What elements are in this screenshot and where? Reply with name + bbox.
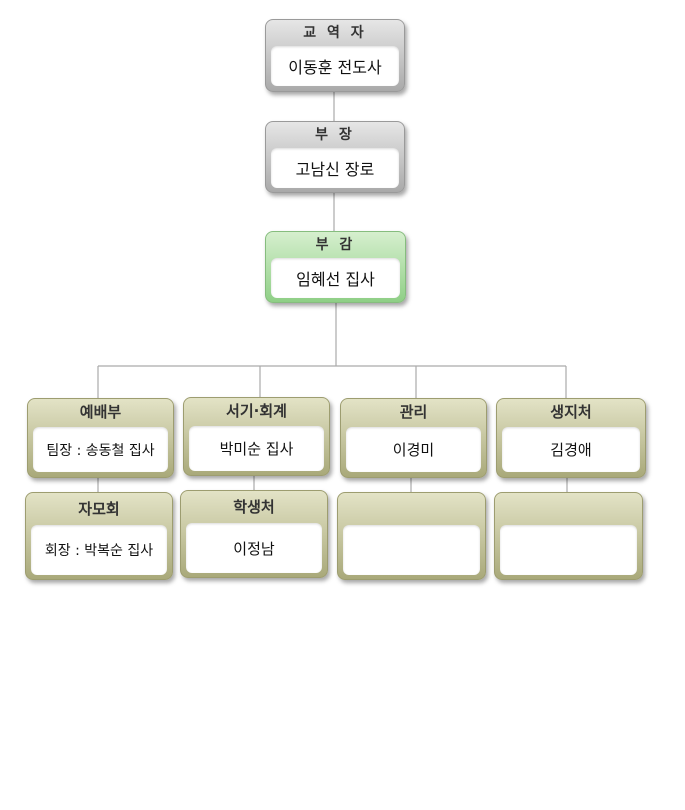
node-title: 부 장 (315, 127, 355, 143)
node-title: 교 역 자 (303, 25, 367, 41)
node-title: 학생처 (233, 498, 275, 516)
node-title: 생지처 (550, 403, 592, 421)
node-management: 관리 이경미 (340, 398, 487, 478)
node-title (338, 493, 485, 525)
node-name: 이동훈 전도사 (271, 46, 399, 86)
node-name: 고남신 장로 (271, 148, 399, 188)
node-title: 예배부 (79, 403, 122, 421)
node-empty-2 (494, 492, 643, 580)
node-name (500, 525, 637, 575)
node-name: 박미순 집사 (189, 426, 324, 471)
node-minister: 교 역 자 이동훈 전도사 (265, 19, 405, 92)
node-title: 관리 (399, 403, 428, 421)
node-name: 김경애 (502, 427, 640, 472)
node-name: 이경미 (346, 427, 481, 472)
node-name: 팀장 : 송동철 집사 (33, 427, 168, 472)
node-title (495, 493, 642, 525)
node-name: 임혜선 집사 (271, 258, 400, 298)
node-worship-dept: 예배부 팀장 : 송동철 집사 (27, 398, 174, 478)
node-empty-1 (337, 492, 486, 580)
node-name: 이정남 (186, 523, 322, 573)
node-title: 부 감 (315, 237, 356, 253)
node-vice-director: 부 감 임혜선 집사 (265, 231, 406, 303)
node-life-guidance: 생지처 김경애 (496, 398, 646, 478)
node-title: 자모회 (78, 500, 120, 518)
node-director: 부 장 고남신 장로 (265, 121, 405, 193)
node-secretary-treasurer: 서기·회계 박미순 집사 (183, 397, 330, 476)
node-title: 서기·회계 (226, 402, 287, 420)
node-name (343, 525, 480, 575)
node-student-affairs: 학생처 이정남 (180, 490, 328, 578)
node-name: 회장 : 박복순 집사 (31, 525, 167, 575)
node-mothers-club: 자모회 회장 : 박복순 집사 (25, 492, 173, 580)
